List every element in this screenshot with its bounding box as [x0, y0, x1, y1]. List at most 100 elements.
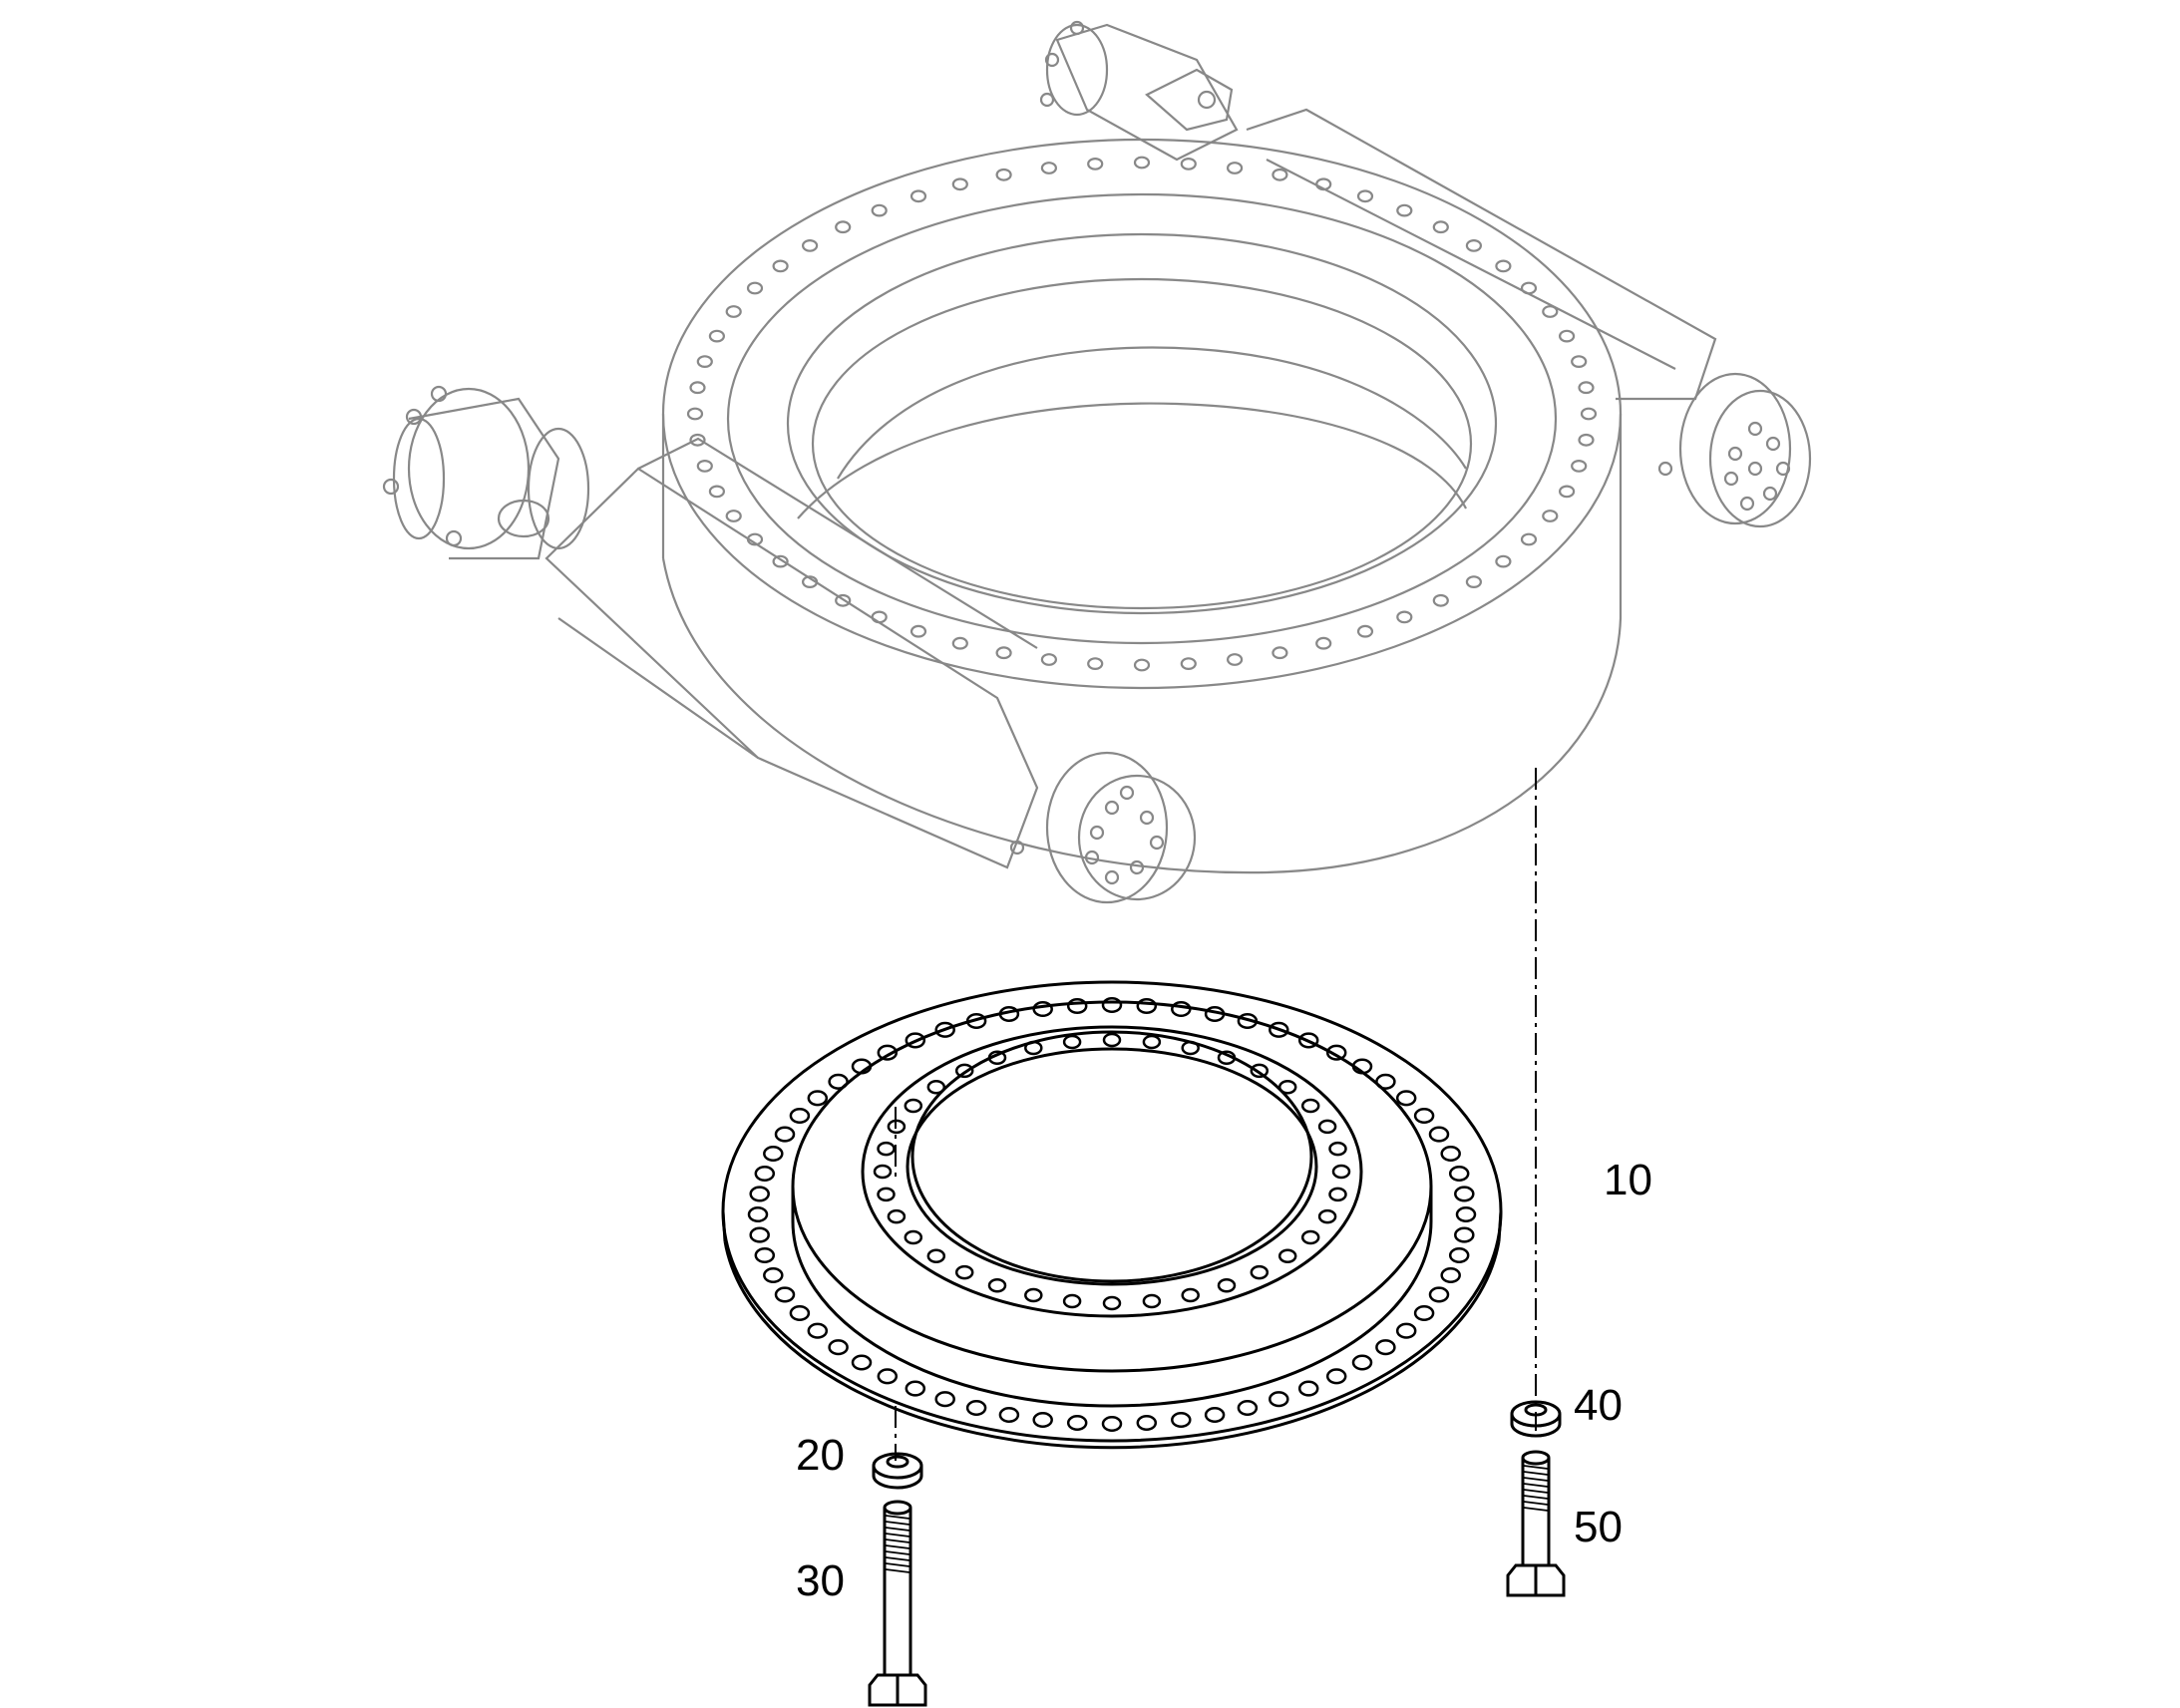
callout-40: 40 [1574, 1381, 1623, 1430]
left-output-cap [1009, 751, 1197, 904]
bolt-hole [877, 1187, 896, 1202]
bolt-hole [1356, 624, 1374, 638]
bolt-hole [951, 177, 968, 191]
bolt-hole [1237, 1399, 1259, 1417]
bolt-hole [1440, 1145, 1461, 1163]
bolt-hole [1250, 1264, 1270, 1280]
bolt-hole [828, 1339, 849, 1356]
bolt-hole [1032, 1000, 1053, 1018]
bolt-hole [1351, 1354, 1373, 1371]
bolt-hole [708, 485, 726, 499]
bolt-hole [1317, 1119, 1337, 1135]
bolt-hole [905, 1032, 926, 1049]
bolt-hole [1328, 1187, 1347, 1202]
bolt-hole [1087, 157, 1104, 171]
bolt-hole [807, 1090, 829, 1107]
bolt-hole [1465, 238, 1483, 252]
bolt-hole [1356, 189, 1374, 203]
bolt-hole [835, 220, 852, 234]
bolt-hole [1495, 554, 1512, 568]
bolt-hole [998, 1406, 1020, 1424]
bolt-hole [1217, 1278, 1237, 1293]
bolt-hole [708, 329, 726, 343]
bolt-hole [926, 1248, 946, 1264]
bolt-hole [1571, 460, 1588, 473]
top-motor [1039, 20, 1239, 162]
bolt-hole [1269, 1021, 1289, 1038]
thread-line [885, 1550, 910, 1555]
bolt-hole [1432, 593, 1449, 607]
bolt-hole [934, 1391, 955, 1408]
thread-line [1523, 1495, 1549, 1500]
bolt-hole [1142, 1034, 1162, 1050]
bolt-hole [1066, 1414, 1088, 1432]
bolt-hole [1226, 162, 1244, 174]
bolt-hole [1317, 1208, 1337, 1224]
bolt-hole [1136, 997, 1158, 1015]
bolt-hole [1300, 1098, 1320, 1114]
bolt-hole [1297, 1032, 1319, 1049]
bolt-hole [1040, 653, 1058, 666]
bolt-hole [746, 281, 764, 295]
thread-line [1523, 1501, 1549, 1506]
bolt-hole [1331, 1164, 1351, 1180]
bolt-hole [1032, 1411, 1053, 1429]
bolt-hole [1226, 653, 1244, 666]
bolt-hole [987, 1050, 1007, 1065]
thread-line [1523, 1507, 1549, 1512]
center-lines [895, 768, 1537, 1461]
bolt-hole [1328, 1141, 1347, 1157]
bolt-hole [801, 575, 819, 588]
bolt-hole [1375, 1073, 1396, 1090]
housing-bolt-holes [686, 156, 1598, 672]
slewing-ring-outer-holes [747, 996, 1477, 1433]
bolt-hole [1578, 381, 1595, 395]
bolt-hole [763, 1266, 784, 1284]
bolt-hole [725, 305, 742, 318]
bolt-hole [1277, 1248, 1297, 1264]
bolt-hole [1465, 575, 1483, 588]
bolt-hole [686, 407, 704, 421]
bolt-hole [1325, 1368, 1347, 1385]
bolt-hole [1375, 1339, 1396, 1356]
bolt-hole [1066, 997, 1088, 1015]
bolt-hole [965, 1012, 987, 1030]
bolt-hole [1448, 1165, 1470, 1183]
callout-10: 10 [1604, 1156, 1652, 1204]
bolt-hole [1495, 259, 1512, 273]
bolt-hole [995, 168, 1012, 181]
thread-line [885, 1556, 910, 1561]
bolt-hole [905, 1380, 926, 1397]
bolt-hole [1297, 1380, 1319, 1397]
bolt-hole [1432, 220, 1449, 234]
bolt-hole [1571, 355, 1588, 369]
bolt-hole [828, 1073, 849, 1090]
bolt-hole [1062, 1034, 1082, 1050]
bolt-inner [868, 1500, 927, 1707]
bolt-outer [1506, 1450, 1566, 1597]
bolt-hole [934, 1021, 955, 1038]
bolt-hole [1217, 1050, 1237, 1065]
slewing-ring-inner-holes [873, 1032, 1351, 1311]
bolt-hole [1040, 162, 1058, 174]
bolt-hole [904, 1098, 923, 1114]
bolt-hole [1413, 1304, 1435, 1322]
bolt-hole [747, 1205, 769, 1223]
bolt-hole [987, 1278, 1007, 1293]
bolt-hole [835, 593, 852, 607]
bolt-hole [754, 1246, 776, 1264]
bolt-hole [951, 636, 968, 650]
bolt-hole [1269, 1391, 1289, 1408]
bolt-hole [1558, 329, 1576, 343]
thread-line [1523, 1477, 1549, 1482]
callout-20: 20 [796, 1431, 845, 1480]
bolt-hole [1428, 1286, 1450, 1303]
thread-line [885, 1568, 910, 1573]
callout-30: 30 [796, 1556, 845, 1605]
bolt-hole [1395, 1322, 1417, 1339]
bolt-hole [807, 1322, 829, 1339]
bolt-hole [1428, 1126, 1450, 1143]
housing-ring [661, 138, 1623, 874]
thread-line [885, 1538, 910, 1543]
bolt-hole [1101, 996, 1123, 1014]
